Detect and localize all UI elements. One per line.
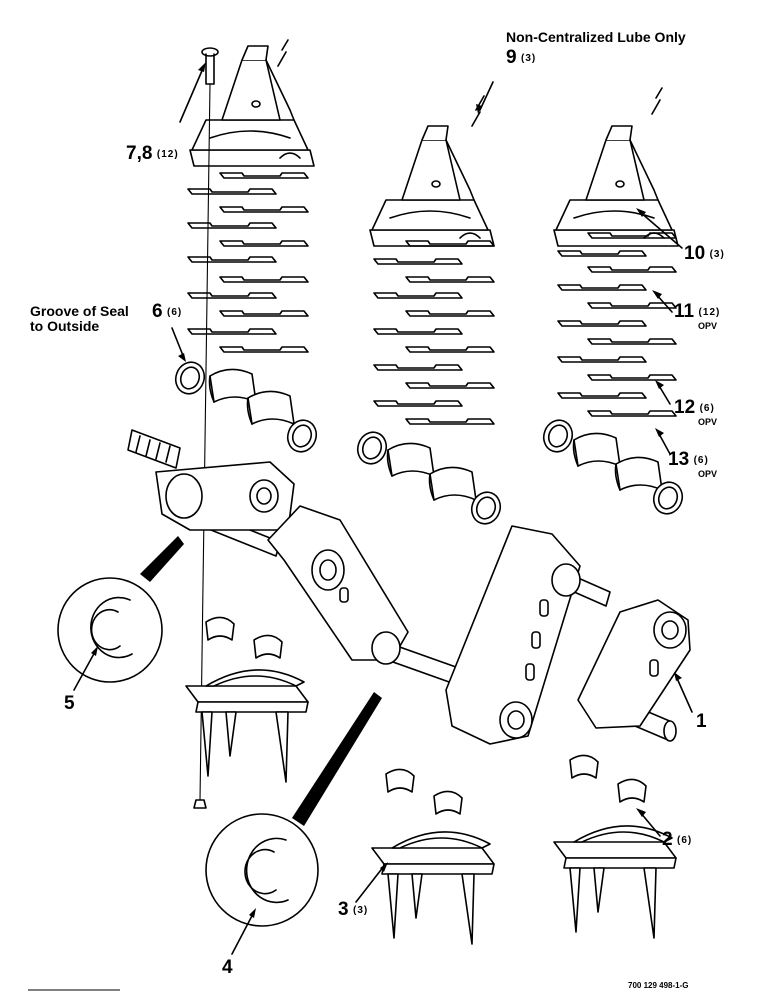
callout-7-8: 7,8 (12) (126, 144, 179, 163)
callout-13-suffix: OPV (698, 469, 718, 479)
bolt (193, 47, 219, 809)
crankshaft-assembly (127, 429, 691, 745)
callout-2-qty: (6) (677, 835, 693, 846)
callout-6-qty: (6) (167, 307, 183, 318)
callout-4-number: 4 (222, 957, 233, 978)
callout-7-8-qty: (12) (156, 149, 179, 160)
detail-circle-split-ring-upper (57, 536, 184, 683)
callout-11-suffix: OPV (698, 321, 718, 331)
callout-6-number: 6 (152, 301, 163, 322)
bearing-housing-center (369, 125, 495, 247)
note-non-centralized-lube: Non-Centralized Lube Only (506, 29, 686, 45)
detail-circle-split-ring-lower (205, 692, 382, 927)
callout-3-qty: (3) (353, 905, 369, 916)
callout-7-8-number: 7,8 (126, 143, 153, 164)
figure-number: 700 129 498-1-G (628, 981, 689, 990)
callout-9: 9 (3) (506, 48, 536, 67)
callout-1: 1 (696, 712, 707, 731)
shim-stack-right (557, 232, 677, 417)
grease-fittings (277, 39, 663, 127)
half-bushings (205, 616, 647, 815)
callout-5-number: 5 (64, 693, 75, 714)
callout-11-number: 11 (674, 301, 695, 322)
callout-11-qty: (12) (698, 307, 721, 318)
callout-1-number: 1 (696, 711, 707, 732)
callout-13-number: 13 (668, 449, 690, 470)
callout-3-number: 3 (338, 899, 349, 920)
callout-12-qty: (6) (699, 403, 715, 414)
callout-2-number: 2 (662, 829, 673, 850)
note-groove-line1: Groove of Seal (30, 303, 129, 319)
callout-9-qty: (3) (521, 53, 537, 64)
leader-lines (73, 62, 693, 955)
shim-stack-left (187, 172, 309, 353)
callout-5: 5 (64, 694, 75, 713)
callout-3: 3 (3) (338, 900, 368, 919)
shim-stack-center (373, 240, 495, 425)
callout-13-qty: (6) (693, 455, 709, 466)
callout-13: 13 (6) (668, 450, 709, 469)
callout-11: 11 (12) (674, 302, 720, 321)
note-groove-of-seal: Groove of Seal to Outside (30, 304, 129, 333)
callout-6: 6 (6) (152, 302, 182, 321)
callout-10: 10 (3) (684, 244, 725, 263)
callout-10-qty: (3) (709, 249, 725, 260)
callout-2: 2 (6) (662, 830, 692, 849)
callout-12-suffix: OPV (698, 417, 718, 427)
callout-4: 4 (222, 958, 233, 977)
callout-9-number: 9 (506, 47, 517, 68)
callout-10-number: 10 (684, 243, 706, 264)
callout-12: 12 (6) (674, 398, 715, 417)
callout-12-number: 12 (674, 397, 696, 418)
note-groove-line2: to Outside (30, 317, 100, 334)
